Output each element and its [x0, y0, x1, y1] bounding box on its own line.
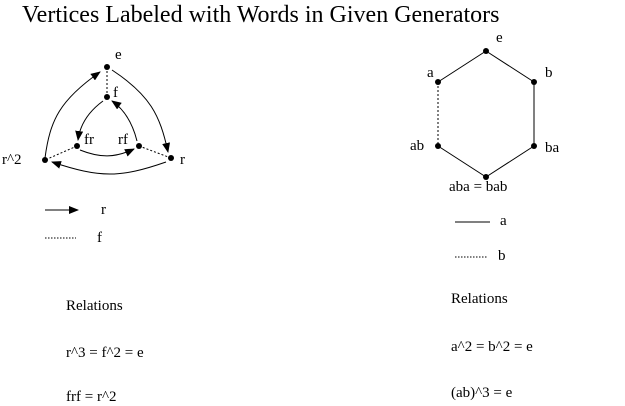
relation-right-1: a^2 = b^2 = e: [451, 339, 533, 355]
edge-r-r2: [51, 161, 167, 175]
vertex-label-b: b: [545, 65, 553, 81]
relation-left-2: frf = r^2: [66, 389, 117, 405]
vertex-label-fr: fr: [84, 132, 94, 148]
relations-heading-right: Relations: [451, 291, 508, 307]
legend-label-f: f: [97, 230, 102, 246]
figure-title: Vertices Labeled with Words in Given Gen…: [22, 2, 500, 28]
vertex-label-r: r: [180, 152, 185, 168]
vertex-label-r2: r^2: [2, 152, 22, 168]
vertex-label-aba: aba = bab: [449, 179, 508, 195]
vertex-label-rf: rf: [118, 132, 128, 148]
vertex-label-a: a: [427, 65, 434, 81]
edge-fr-rf: [79, 148, 135, 157]
edge-e-r: [111, 69, 171, 153]
vertex-label-e-hex: e: [496, 30, 503, 46]
legend-label-a: a: [500, 213, 507, 229]
relation-right-2: (ab)^3 = e: [451, 385, 513, 401]
edge-r2-e: [44, 71, 101, 159]
vertex-label-ab: ab: [410, 138, 425, 154]
edge-rf-r: [138, 145, 172, 159]
edge-fr-r2: [44, 145, 78, 161]
vertex-label-f: f: [113, 85, 118, 101]
legend-label-r: r: [101, 202, 106, 218]
legend-label-b: b: [498, 248, 506, 264]
edge-f-fr: [75, 100, 104, 141]
cayley-graph-triangle: [42, 64, 174, 239]
relations-heading-left: Relations: [66, 298, 123, 314]
cayley-graph-hexagon: [435, 48, 537, 258]
edge-rf-f: [111, 100, 138, 142]
relation-left-1: r^3 = f^2 = e: [66, 345, 144, 361]
vertex-label-e: e: [115, 47, 122, 63]
vertex-label-ba: ba: [545, 140, 560, 156]
